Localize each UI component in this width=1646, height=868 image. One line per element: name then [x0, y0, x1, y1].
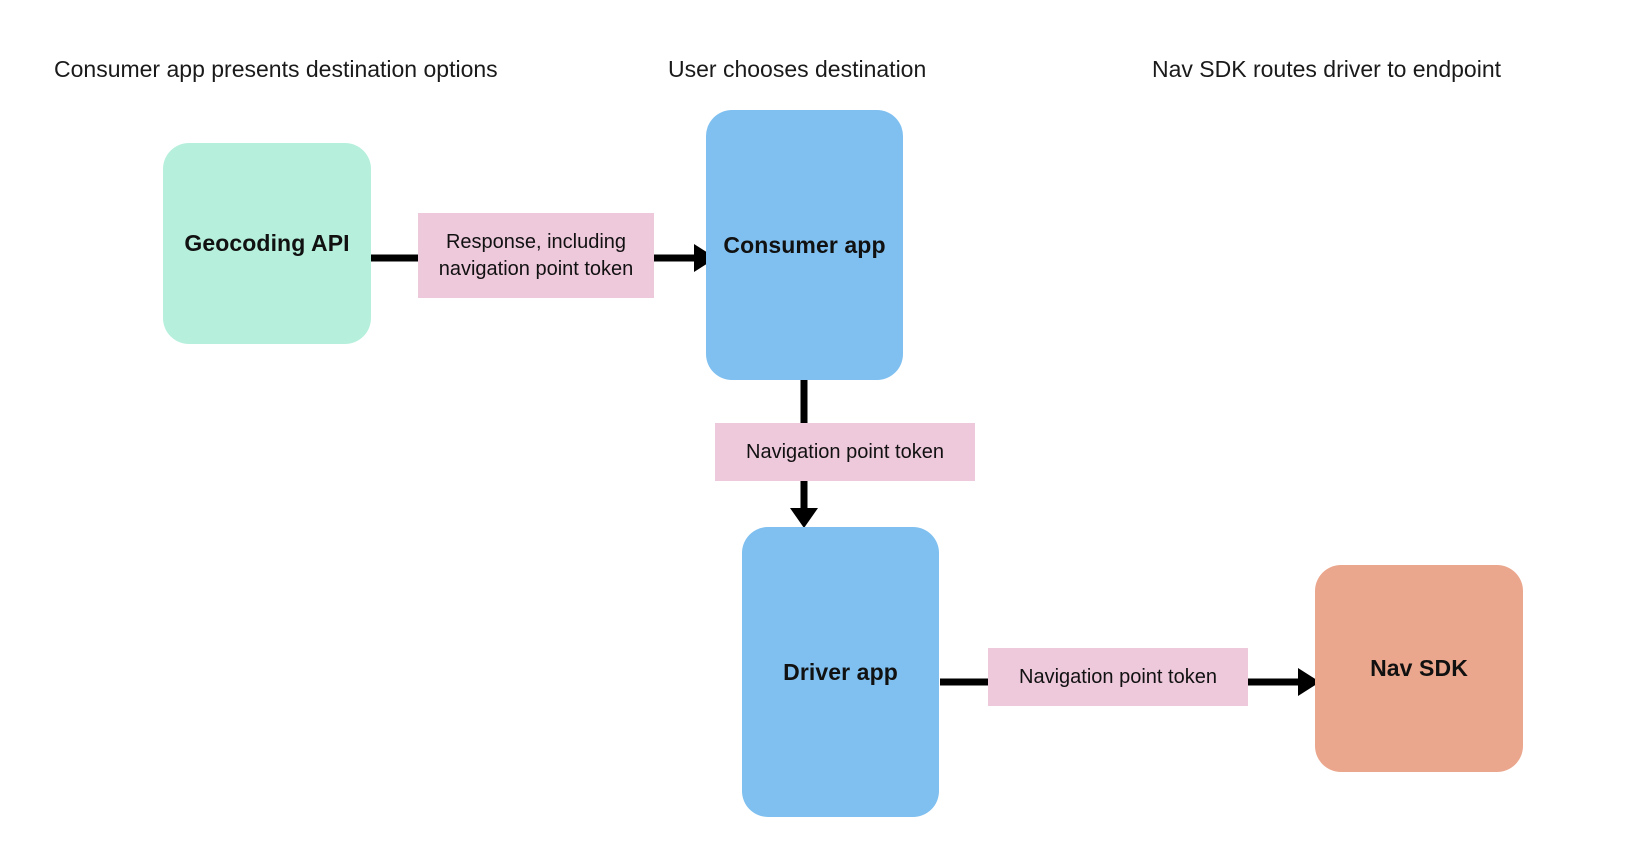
edge-label-navigation-point-token-vertical-text: Navigation point token [746, 440, 944, 463]
edge-label-navigation-point-token-horizontal-text: Navigation point token [1019, 665, 1217, 688]
node-nav-sdk[interactable]: Nav SDK [1315, 565, 1523, 772]
node-driver-app-label: Driver app [783, 658, 898, 685]
node-geocoding-api[interactable]: Geocoding API [163, 143, 371, 344]
node-consumer-app-label: Consumer app [723, 231, 886, 258]
node-driver-app[interactable]: Driver app [742, 527, 939, 817]
edge-label-navigation-point-token-vertical: Navigation point token [715, 423, 975, 481]
edge-label-response-including-navigation-point-token: Response, including navigation point tok… [418, 213, 654, 298]
node-geocoding-api-label: Geocoding API [184, 230, 350, 256]
column-header-nav-sdk-routes-driver: Nav SDK routes driver to endpoint [1152, 56, 1502, 82]
column-header-consumer-app-presents: Consumer app presents destination option… [54, 56, 498, 82]
node-nav-sdk-label: Nav SDK [1370, 655, 1468, 681]
node-consumer-app[interactable]: Consumer app [706, 110, 903, 380]
edge-label-response-text: Response, including navigation point tok… [438, 231, 634, 280]
edge-label-navigation-point-token-horizontal: Navigation point token [988, 648, 1248, 706]
column-header-user-chooses-destination: User chooses destination [668, 56, 927, 82]
